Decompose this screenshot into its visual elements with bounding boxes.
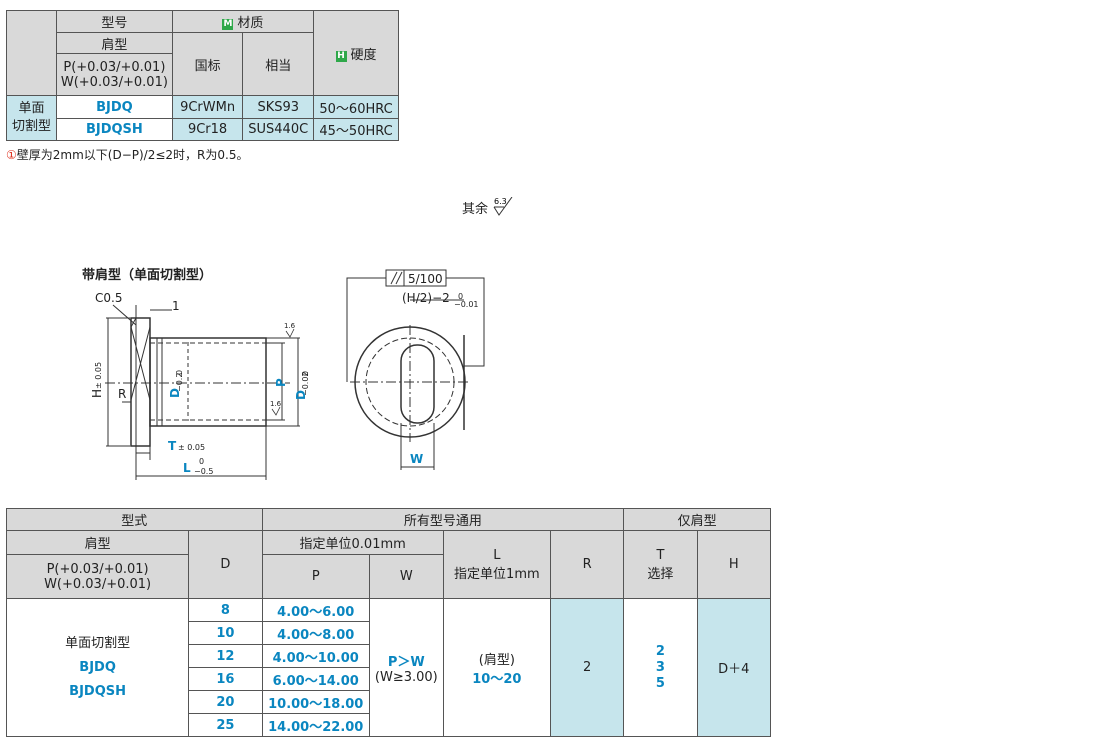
spec-d-2: 10	[188, 621, 263, 645]
roughness-note: 其余 6.3	[462, 196, 514, 217]
svg-text:0: 0	[458, 292, 463, 301]
mat-group: 单面切割型	[6, 95, 57, 141]
note-mark-icon: ①	[6, 148, 17, 162]
svg-text:± 0.05: ± 0.05	[178, 443, 205, 452]
body-shape	[149, 337, 267, 427]
material-badge-icon: M	[222, 19, 234, 30]
roughness-symbol-icon: 6.3	[493, 196, 513, 216]
w-label: W	[410, 452, 423, 466]
mat-equiv-1: SKS93	[242, 95, 315, 119]
h2-label: (H/2)−2	[402, 291, 450, 305]
spec-d-6: 25	[188, 713, 263, 737]
mat-gb-2: 9Cr18	[171, 118, 244, 141]
parallel-label: 5/100	[408, 272, 443, 286]
mat-hard-1: 50～60HRC	[313, 95, 399, 119]
h-label: H± 0.05	[90, 362, 104, 398]
svg-text:0: 0	[199, 457, 204, 466]
spec-p-3: 4.00～10.00	[261, 644, 370, 668]
svg-text:0: 0	[301, 371, 310, 376]
mat-model-2: BJDQSH	[56, 118, 173, 141]
d2-label: D	[294, 390, 308, 400]
svg-text:6.3: 6.3	[494, 197, 507, 206]
spec-p-2: 4.00～8.00	[261, 621, 370, 645]
spec-h-type: 型式	[6, 508, 263, 531]
spec-h-only: 仅肩型	[623, 508, 771, 531]
rough-small-2: 1.6	[270, 400, 282, 408]
spec-p-4: 6.00～14.00	[261, 667, 370, 691]
spec-h-h: H	[696, 530, 772, 599]
spec-p-6: 14.00～22.00	[261, 713, 370, 737]
mat-h-model: 型号	[56, 10, 173, 33]
spec-d-4: 16	[188, 667, 263, 691]
spec-type-cell: 单面切割型 BJDQ BJDQSH	[5, 598, 190, 737]
d-tol-label: −0.2	[175, 373, 184, 392]
svg-text:−0.5: −0.5	[194, 467, 213, 476]
mat-h-equiv: 相当	[242, 32, 315, 96]
chamfer-label: C0.5	[95, 291, 122, 305]
spec-h-cell: D＋4	[696, 598, 772, 737]
spec-h-p: P	[261, 554, 370, 599]
mat-h-shoulder: 肩型	[56, 32, 173, 54]
one-label: 1	[172, 299, 180, 313]
d2-tol-label: −0.02	[301, 371, 310, 396]
spec-d-3: 12	[188, 644, 263, 668]
mat-h-tol: P(+0.03/+0.01)W(+0.03/+0.01)	[56, 53, 173, 96]
wall-note: ①壁厚为2mm以下(D−P)/2≤2时，R为0.5。	[6, 148, 249, 162]
drawing-title: 带肩型（单面切割型）	[82, 268, 213, 283]
r-label: R	[118, 387, 126, 401]
rough-small-1: 1.6	[284, 322, 296, 330]
l-label: L	[183, 461, 191, 475]
mat-equiv-2: SUS440C	[242, 118, 315, 141]
hardness-badge-icon: H	[335, 50, 347, 62]
spec-w-cell: P＞W(W≥3.00)	[368, 598, 444, 737]
spec-h-common: 所有型号通用	[261, 508, 625, 531]
spec-p-5: 10.00～18.00	[261, 690, 370, 714]
spec-h-unit: 指定单位0.01mm	[261, 530, 444, 555]
flange-shape	[130, 317, 151, 447]
spec-h-r: R	[549, 530, 625, 599]
spec-d-1: 8	[188, 598, 263, 622]
spec-d-5: 20	[188, 690, 263, 714]
svg-text:0: 0	[175, 370, 184, 375]
mat-h-gb: 国标	[171, 32, 244, 96]
mat-corner	[6, 10, 57, 96]
spec-l-cell: (肩型)10～20	[442, 598, 551, 737]
spec-p-1: 4.00～6.00	[261, 598, 370, 622]
spec-r-cell: 2	[549, 598, 625, 737]
spec-h-shoulder: 肩型	[5, 530, 190, 555]
spec-h-w: W	[368, 554, 444, 599]
t-label: T	[168, 439, 177, 453]
spec-h-tol: P(+0.03/+0.01)W(+0.03/+0.01)	[5, 554, 190, 599]
spec-h-d: D	[188, 530, 263, 599]
p-label: P	[274, 378, 288, 387]
mat-hard-2: 45～50HRC	[313, 118, 399, 141]
svg-text:−0.01: −0.01	[454, 300, 479, 309]
d-label: D	[168, 388, 182, 398]
